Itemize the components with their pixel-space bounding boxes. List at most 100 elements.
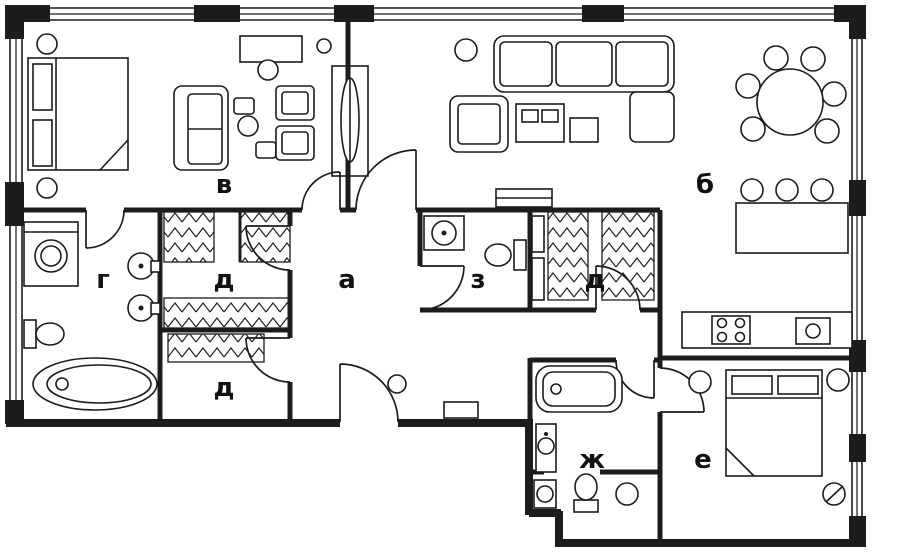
room-bedroom-e [688,368,850,506]
hanging-rail [601,211,655,301]
exterior-walls [5,5,866,547]
door-bath-zh [615,359,655,399]
bar-table [735,178,849,254]
burner [734,317,746,329]
wall-pier [849,340,866,372]
room-living-b [449,35,853,349]
burner [716,331,728,343]
cushion [555,41,613,87]
stool [688,370,712,394]
armchair-ottoman [449,95,509,153]
door-bedroom-v [301,171,341,211]
bed [725,369,823,477]
dining-chair [740,116,766,142]
stool [36,177,58,199]
wall-pier [849,5,866,39]
washbasin [423,215,465,251]
shaft-box [531,215,545,253]
room-bath-zh [533,365,639,513]
stool [387,374,407,394]
bathtub [32,357,158,411]
bar-chair [775,178,799,202]
dresser-desk [239,35,303,81]
washing-machine [533,479,557,509]
pillow [32,119,53,167]
bottom-walls [6,419,864,547]
burner [734,331,746,343]
toilet [23,319,65,349]
room-label-a: а [338,265,356,295]
pillow [731,375,773,395]
hanging-rail [163,297,291,329]
hanging-rail [163,211,215,263]
pedestal-sink [615,482,639,506]
wall-lamp [316,38,332,54]
drain [550,383,562,395]
sectional-sofa [493,35,675,143]
room-wc-z [423,215,527,271]
loveseat-sofa [173,85,229,171]
round-chair [822,482,846,506]
room-labels: а б в г д д д е ж з [96,170,714,475]
door-living-b [355,149,417,211]
pillow [777,375,819,395]
wall-pier [849,434,866,462]
dining-chair [763,45,789,71]
dining-chair [814,118,840,144]
armchair [275,125,315,161]
door-bath-g [85,209,125,249]
entrance-door [339,363,399,423]
kitchen-sink [795,317,831,345]
washbasin [535,423,557,473]
dining-set [735,45,847,144]
room-label-d3: д [585,265,606,295]
washbasin [127,252,161,280]
hall-a [387,374,479,419]
stove [711,315,751,345]
bar-chair [810,178,834,202]
dining-chair [800,46,826,72]
plant [454,38,478,62]
room-label-d2: д [214,373,235,403]
wall-pier [5,182,24,226]
side-table [569,117,599,143]
wall-pier [5,5,24,39]
armchair [275,85,315,121]
side-table [237,115,259,137]
dining-table [756,68,824,136]
stool [826,368,850,392]
bathtub [535,365,623,413]
shaft-box [531,257,545,301]
dining-chair [735,73,761,99]
room-label-d1: д [214,265,235,295]
bar-chair [740,178,764,202]
stool [36,33,58,55]
closet-d1 [163,211,291,329]
toilet [573,473,599,513]
hanging-rail [547,211,589,301]
cushion [615,41,669,87]
toilet [484,239,527,271]
drain [55,377,69,391]
wall-pier [582,5,624,22]
chaise [629,91,675,143]
washbasin [127,294,161,322]
kitchen-counter [681,311,853,349]
room-label-g: г [96,265,110,295]
wall-pier [849,180,866,216]
coffee-table [515,103,599,143]
shoe-cabinet [443,401,479,419]
room-label-e: е [694,445,712,475]
room-label-v: в [216,170,232,200]
room-label-b: б [696,170,714,200]
door-wc-z [419,265,465,311]
chair [255,141,277,159]
wardrobe-column [331,65,369,177]
wall-pier [194,5,240,22]
hanging-rail [239,211,291,263]
closet-d2 [167,333,265,363]
radiator [495,188,553,208]
room-bath-g [23,221,161,411]
